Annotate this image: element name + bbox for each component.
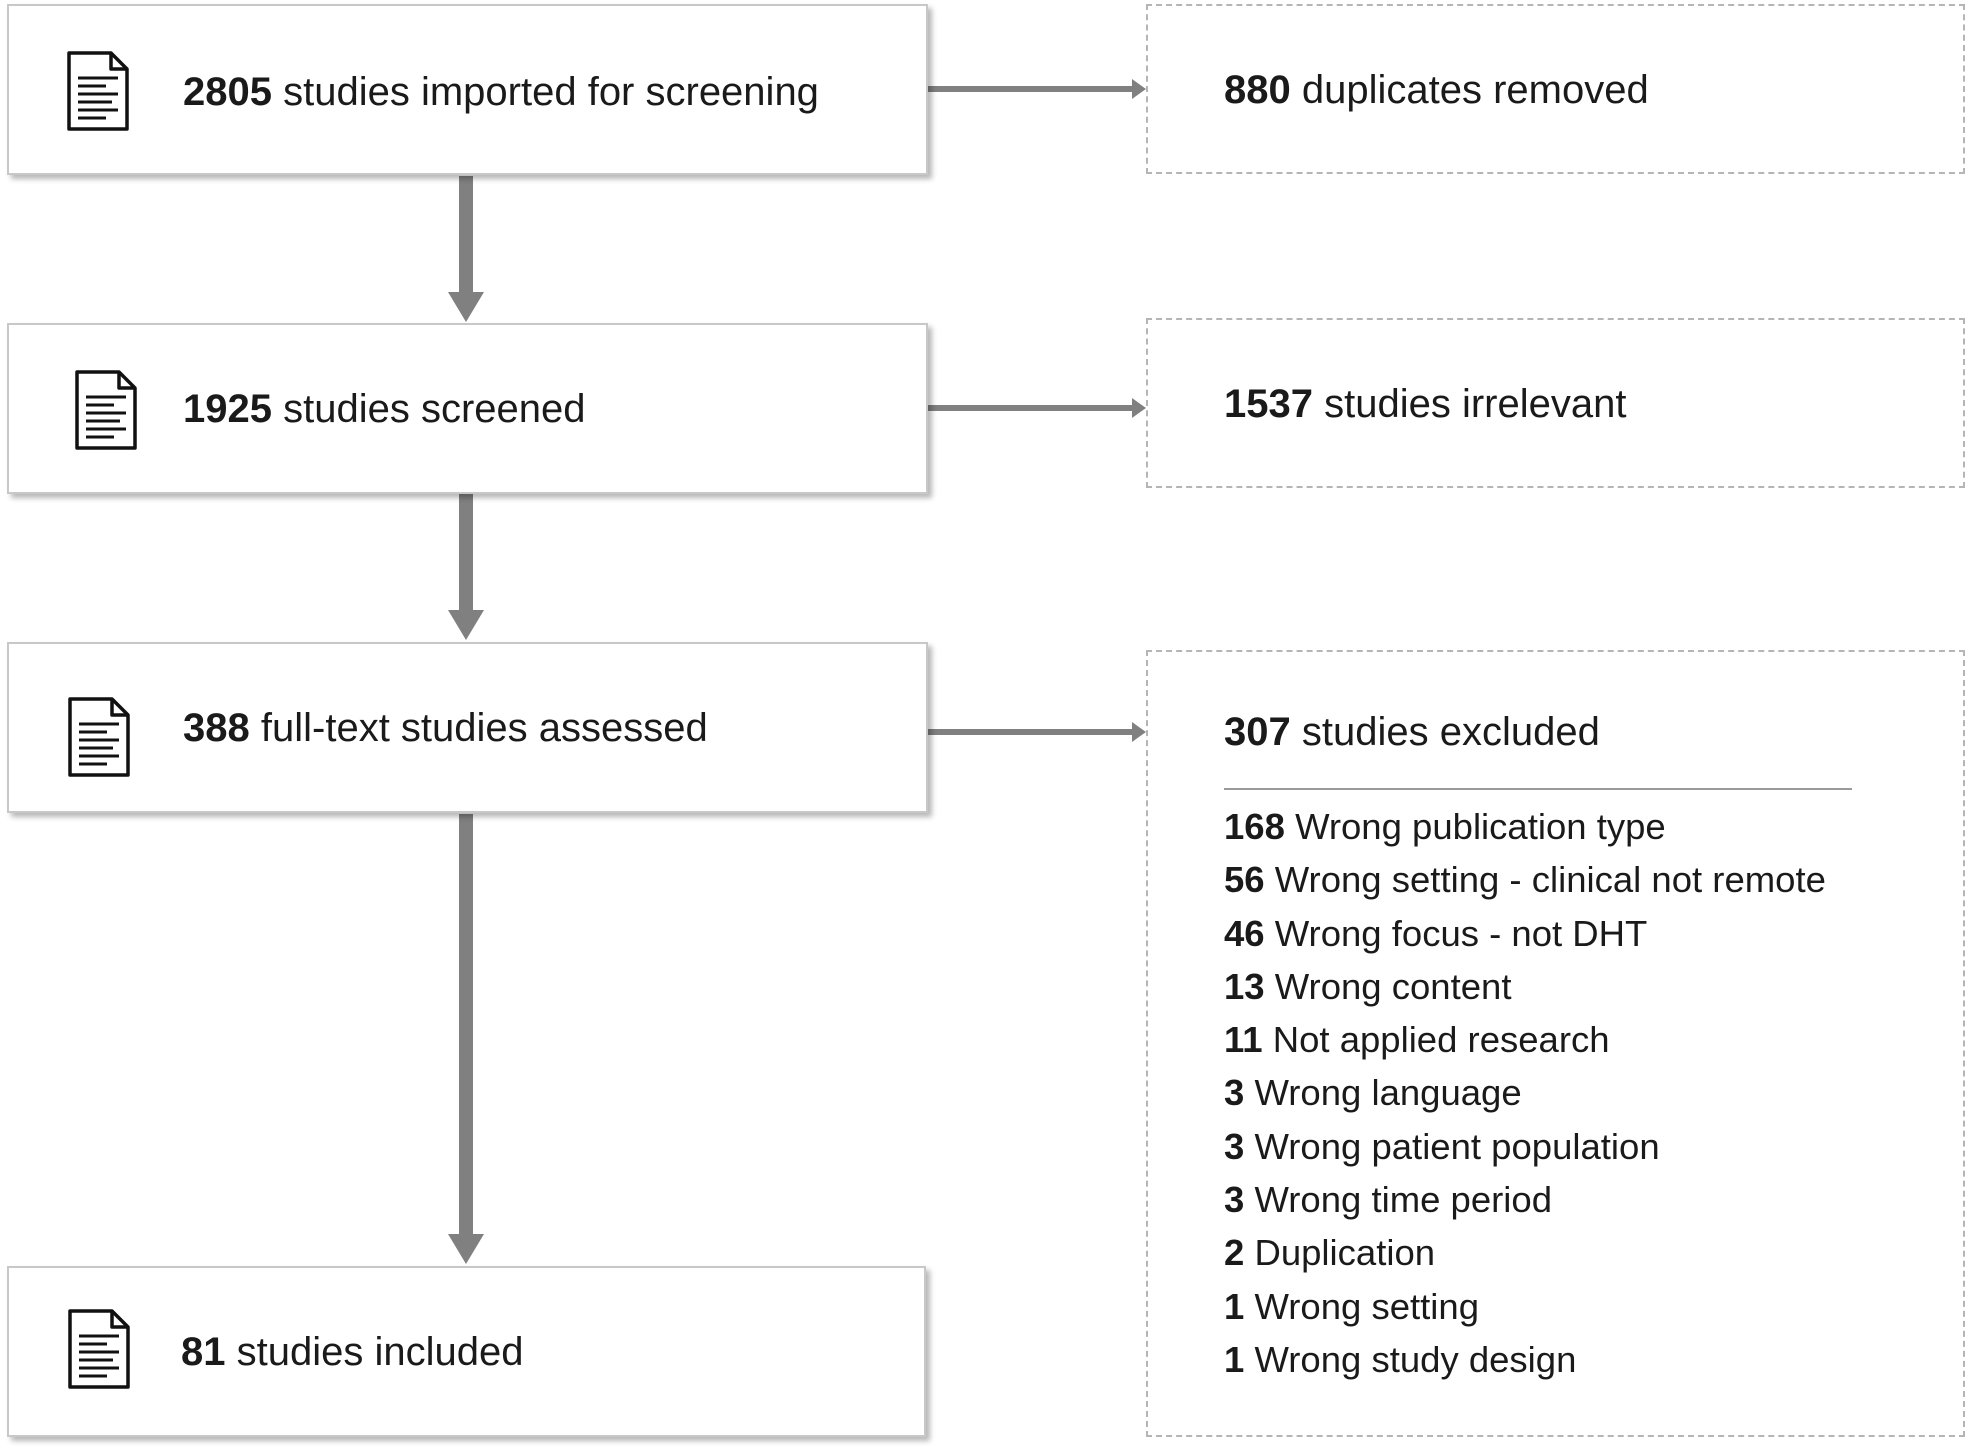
flow-box-included: 81 studies included (7, 1266, 926, 1437)
flow-label-assessed: 388 full-text studies assessed (183, 706, 708, 750)
reason-count: 46 (1224, 912, 1265, 954)
list-item: 3 Wrong time period (1224, 1173, 1826, 1226)
arrow-right-1 (928, 86, 1132, 92)
flow-box-assessed: 388 full-text studies assessed (7, 642, 928, 813)
arrow-right-3-head (1132, 722, 1146, 742)
reason-text: Wrong language (1254, 1072, 1522, 1114)
arrow-down-3 (459, 814, 473, 1234)
arrow-down-1-head (448, 292, 484, 322)
text: studies screened (283, 387, 586, 431)
reason-count: 2 (1224, 1232, 1245, 1274)
arrow-down-2-head (448, 610, 484, 640)
reason-text: Duplication (1254, 1232, 1436, 1274)
flow-box-imported: 2805 studies imported for screening (7, 4, 928, 175)
text: duplicates removed (1301, 68, 1649, 112)
text: studies included (236, 1330, 524, 1374)
excluded-label-full-text: 307 studies excluded (1224, 710, 1600, 754)
reason-text: Wrong study design (1254, 1338, 1577, 1380)
arrow-down-3-head (448, 1234, 484, 1264)
flow-box-screened: 1925 studies screened (7, 323, 928, 494)
arrow-right-1-head (1132, 79, 1146, 99)
list-item: 3 Wrong language (1224, 1066, 1826, 1119)
excluded-box-irrelevant: 1537 studies irrelevant (1146, 318, 1965, 488)
excluded-label-irrelevant: 1537 studies irrelevant (1224, 382, 1626, 426)
reason-count: 3 (1224, 1072, 1245, 1114)
document-icon (68, 1309, 130, 1389)
list-item: 3 Wrong patient population (1224, 1120, 1826, 1173)
document-icon (75, 370, 137, 450)
separator (1224, 788, 1852, 790)
count: 307 (1224, 710, 1291, 754)
list-item: 46 Wrong focus - not DHT (1224, 907, 1826, 960)
text: studies excluded (1301, 710, 1600, 754)
reason-count: 56 (1224, 859, 1265, 901)
exclusion-reasons-list: 168 Wrong publication type 56 Wrong sett… (1224, 800, 1826, 1386)
reason-text: Wrong time period (1254, 1179, 1553, 1221)
reason-count: 3 (1224, 1125, 1245, 1167)
reason-count: 1 (1224, 1338, 1245, 1380)
arrow-right-2-head (1132, 398, 1146, 418)
list-item: 13 Wrong content (1224, 960, 1826, 1013)
arrow-down-2 (459, 494, 473, 610)
reason-text: Wrong setting (1254, 1285, 1479, 1327)
reason-count: 13 (1224, 965, 1265, 1007)
reason-text: Wrong patient population (1254, 1125, 1660, 1167)
list-item: 1 Wrong study design (1224, 1333, 1826, 1386)
reason-text: Wrong publication type (1295, 806, 1666, 847)
excluded-label-duplicates: 880 duplicates removed (1224, 68, 1649, 112)
arrow-down-1 (459, 176, 473, 292)
reason-count: 3 (1224, 1179, 1245, 1221)
excluded-box-duplicates: 880 duplicates removed (1146, 4, 1965, 174)
text: full-text studies assessed (260, 706, 708, 750)
list-item: 1 Wrong setting (1224, 1280, 1826, 1333)
list-item: 11 Not applied research (1224, 1013, 1826, 1066)
reason-count: 11 (1224, 1019, 1263, 1061)
count: 388 (183, 706, 250, 750)
flow-label-screened: 1925 studies screened (183, 387, 586, 431)
reason-count: 168 (1224, 806, 1285, 847)
count: 81 (181, 1330, 226, 1374)
text: studies imported for screening (283, 70, 819, 114)
count: 1537 (1224, 382, 1313, 426)
reason-count: 1 (1224, 1285, 1245, 1327)
document-icon (68, 697, 130, 777)
document-icon (67, 51, 129, 131)
flow-label-imported: 2805 studies imported for screening (183, 70, 819, 114)
text: studies irrelevant (1324, 382, 1627, 426)
arrow-right-3 (928, 729, 1132, 735)
list-item: 2 Duplication (1224, 1226, 1826, 1279)
count: 880 (1224, 68, 1291, 112)
list-item: 56 Wrong setting - clinical not remote (1224, 853, 1826, 906)
excluded-box-full-text: 307 studies excluded 168 Wrong publicati… (1146, 650, 1965, 1437)
list-item: 168 Wrong publication type (1224, 800, 1826, 853)
count: 1925 (183, 387, 272, 431)
reason-text: Wrong content (1274, 965, 1512, 1007)
reason-text: Not applied research (1272, 1019, 1610, 1061)
count: 2805 (183, 70, 272, 114)
reason-text: Wrong focus - not DHT (1274, 912, 1648, 954)
reason-text: Wrong setting - clinical not remote (1274, 859, 1826, 901)
flow-label-included: 81 studies included (181, 1330, 523, 1374)
arrow-right-2 (928, 405, 1132, 411)
